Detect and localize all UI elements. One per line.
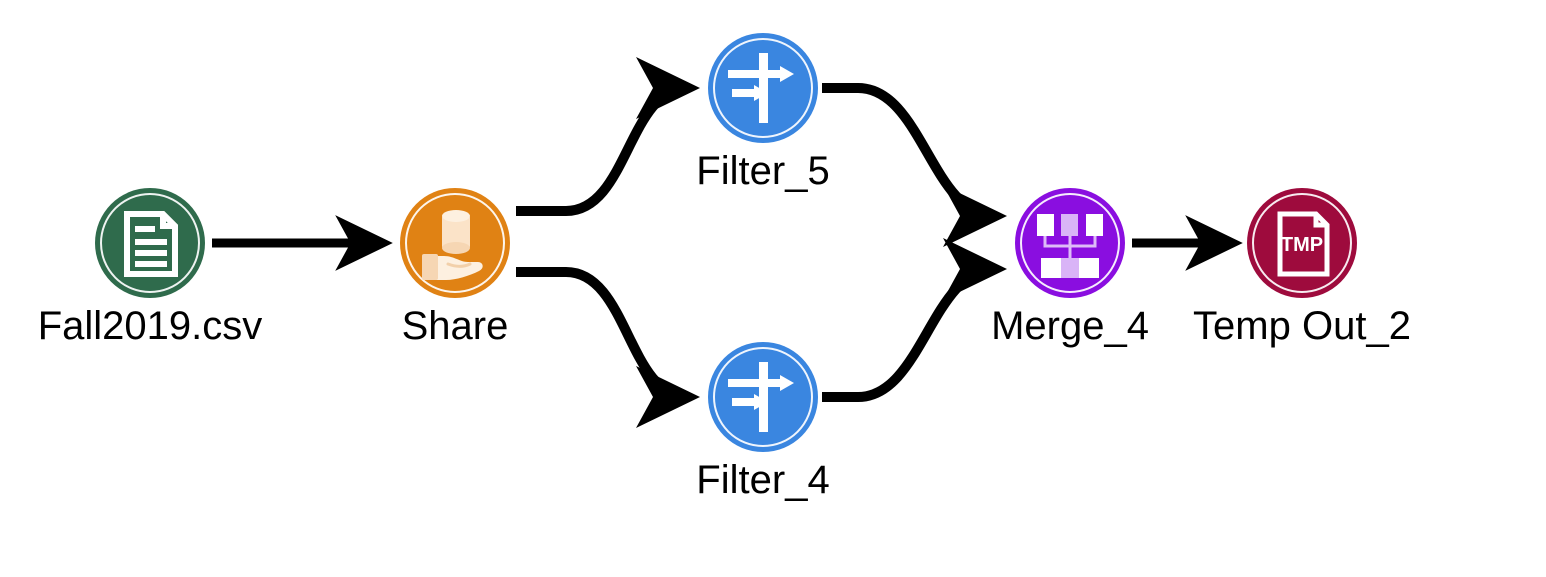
share-hand-cylinder-icon	[422, 210, 483, 280]
node-background	[1247, 188, 1357, 298]
node-share[interactable]: Share	[400, 188, 510, 346]
node-temp-out-2[interactable]: TMP Temp Out_2	[1193, 188, 1411, 346]
node-label: Temp Out_2	[1193, 304, 1411, 348]
filter-arrow-gate-icon	[728, 53, 794, 123]
edge-filter5-to-merge4	[822, 83, 1007, 247]
node-fall2019-csv[interactable]: Fall2019.csv	[38, 188, 262, 346]
node-label: Share	[401, 304, 509, 348]
edge-share-to-filter4	[516, 267, 700, 428]
tmp-document-icon: TMP	[1277, 211, 1330, 277]
node-merge-4[interactable]: Merge_4	[991, 188, 1149, 346]
edge-share-to-filter5	[516, 57, 700, 216]
filter-arrow-gate-icon	[728, 362, 794, 432]
node-filter-5[interactable]: Filter_5	[696, 33, 830, 191]
merge-blocks-icon	[1037, 214, 1103, 278]
tmp-label: TMP	[1281, 234, 1323, 256]
node-label: Filter_4	[696, 458, 830, 502]
node-filter-4[interactable]: Filter_4	[696, 342, 830, 500]
node-label: Filter_5	[696, 149, 830, 193]
node-label: Fall2019.csv	[37, 304, 263, 348]
edge-filter4-to-merge4	[822, 238, 1007, 402]
csv-document-icon	[124, 211, 178, 277]
node-label: Merge_4	[991, 304, 1149, 348]
